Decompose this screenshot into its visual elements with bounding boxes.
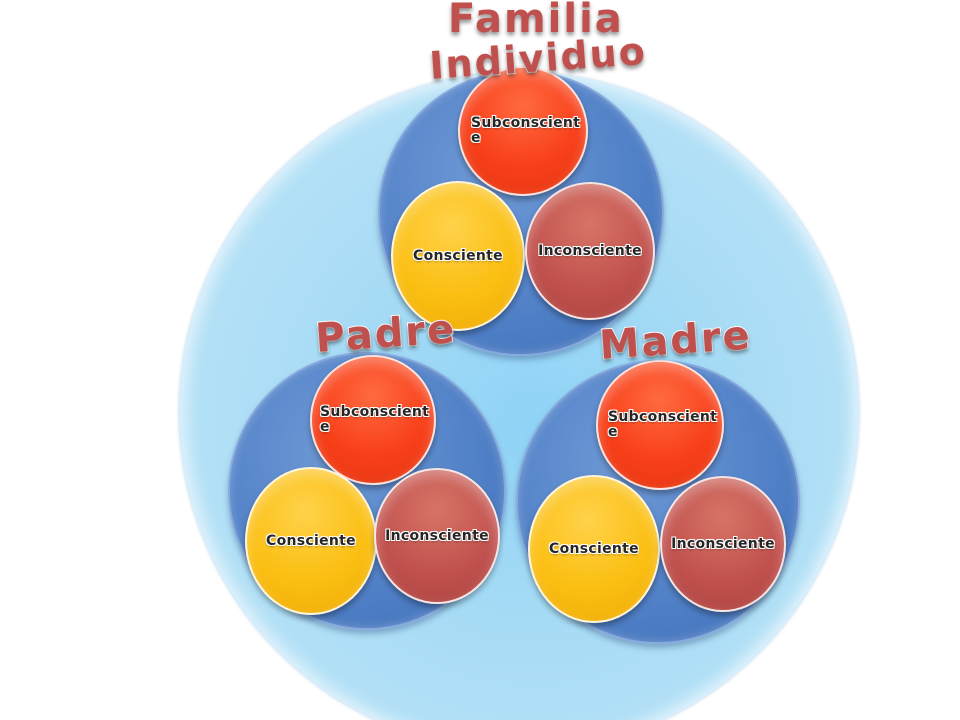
- madre-subconsciente-circle: Subconsciente: [596, 360, 724, 490]
- individuo-subconsciente-circle: Subconsciente: [458, 66, 588, 196]
- padre-consciente-circle: Consciente: [245, 467, 377, 615]
- madre-inconsciente-label: Inconsciente: [671, 535, 775, 552]
- padre-subconsciente-circle: Subconsciente: [310, 355, 436, 485]
- padre-inconsciente-label: Inconsciente: [385, 527, 489, 544]
- padre-inconsciente-circle: Inconsciente: [374, 468, 500, 604]
- madre-inconsciente-circle: Inconsciente: [660, 476, 786, 612]
- madre-subconsciente-label: Subconsciente: [608, 409, 718, 440]
- padre-title: Padre: [313, 305, 459, 363]
- padre-subconsciente-label: Subconsciente: [320, 404, 430, 435]
- individuo-subconsciente-label: Subconsciente: [471, 115, 581, 146]
- individuo-consciente-circle: Consciente: [391, 181, 525, 331]
- individuo-inconsciente-label: Inconsciente: [538, 242, 642, 259]
- familia-title: Familia: [447, 0, 624, 43]
- madre-consciente-label: Consciente: [549, 540, 639, 557]
- padre-consciente-label: Consciente: [266, 532, 356, 549]
- individuo-inconsciente-circle: Inconsciente: [525, 182, 655, 320]
- madre-consciente-circle: Consciente: [528, 475, 660, 623]
- individuo-consciente-label: Consciente: [413, 247, 503, 264]
